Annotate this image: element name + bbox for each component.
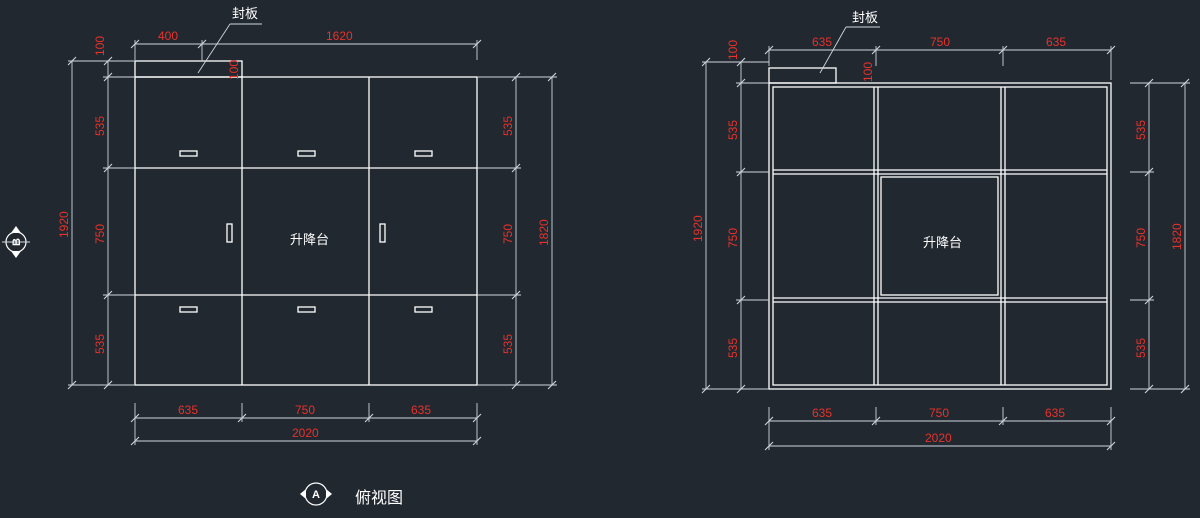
right-dim-total-height: 1920 <box>691 215 705 242</box>
right-dim-right-row-3: 535 <box>1134 338 1148 358</box>
right-dim-top-3: 635 <box>1046 35 1066 49</box>
left-dim-bottom-total: 2020 <box>292 426 319 440</box>
left-dim-small-height: 100 <box>227 60 241 80</box>
right-dim-row-2: 750 <box>726 228 740 248</box>
right-view: 升降台 封板 635 750 635 100 100 535 750 5 <box>691 11 1190 451</box>
right-dim-bottom-3: 635 <box>1045 406 1065 420</box>
left-dim-right-row-3: 535 <box>501 334 515 354</box>
right-dim-right-row-2: 750 <box>1134 228 1148 248</box>
left-dim-right-total: 1820 <box>537 219 551 246</box>
left-dim-row-1: 535 <box>93 116 107 136</box>
right-dim-right-total: 1820 <box>1170 223 1184 250</box>
marker-b-label: B <box>11 238 23 246</box>
left-dim-top-1: 400 <box>158 29 178 43</box>
right-dim-row-1: 535 <box>726 120 740 140</box>
left-dim-row-2: 750 <box>93 224 107 244</box>
right-lift-table-label: 升降台 <box>923 236 962 251</box>
marker-a-label: A <box>312 489 320 501</box>
right-lift-table-frame <box>880 176 999 296</box>
left-dim-bottom-1: 635 <box>178 403 198 417</box>
right-seal-plate-label: 封板 <box>852 11 878 26</box>
left-view: 升降台 封板 400 1620 100 100 535 750 535 <box>2 7 557 507</box>
left-seal-plate <box>134 60 243 78</box>
left-dim-bottom-2: 750 <box>295 403 315 417</box>
right-cabinet-outer <box>768 82 1112 390</box>
section-marker-a: A <box>300 482 332 506</box>
left-handle <box>297 306 316 313</box>
left-dim-bottom-3: 635 <box>411 403 431 417</box>
left-lift-table-label: 升降台 <box>290 233 329 248</box>
right-cabinet-inner <box>772 86 1108 386</box>
left-dim-row-3: 535 <box>93 334 107 354</box>
left-dim-top-height: 100 <box>93 36 107 56</box>
right-dim-bottom-2: 750 <box>929 406 949 420</box>
left-dim-right-row-2: 750 <box>501 224 515 244</box>
right-dim-right-row-1: 535 <box>1134 120 1148 140</box>
right-dim-top-1: 635 <box>812 35 832 49</box>
left-handle <box>414 306 433 313</box>
right-seal-plate <box>768 67 837 84</box>
left-dim-total-height: 1920 <box>57 211 71 238</box>
right-dim-top-2: 750 <box>930 35 950 49</box>
right-dim-row-3: 535 <box>726 338 740 358</box>
left-handle <box>179 306 198 313</box>
left-handle-vertical <box>226 223 233 243</box>
left-cabinet-outline <box>134 76 478 386</box>
left-seal-plate-label: 封板 <box>232 7 258 22</box>
left-dim-top-2: 1620 <box>326 29 353 43</box>
left-handle-vertical <box>379 223 386 243</box>
left-handle <box>297 150 316 157</box>
right-dim-small-height: 100 <box>861 62 875 82</box>
view-title: 俯视图 <box>355 488 403 507</box>
left-dim-right-row-1: 535 <box>501 116 515 136</box>
section-marker-b: B <box>2 226 30 258</box>
right-dim-bottom-1: 635 <box>812 406 832 420</box>
left-handle <box>414 150 433 157</box>
right-dim-bottom-total: 2020 <box>925 431 952 445</box>
right-dim-top-height: 100 <box>726 40 740 60</box>
left-handle <box>179 150 198 157</box>
